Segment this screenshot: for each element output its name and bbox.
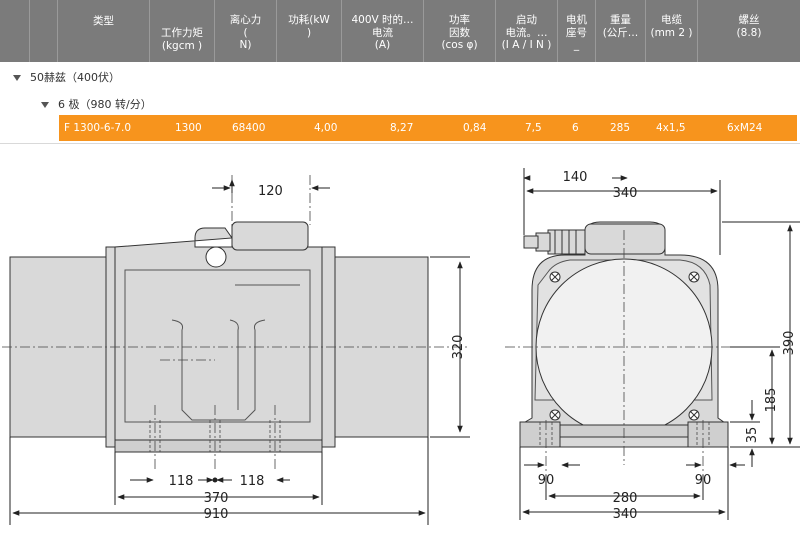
dim-side-base: 370 bbox=[204, 491, 229, 506]
cell-starting-current: 7,5 bbox=[525, 122, 542, 134]
cell-current: 8,27 bbox=[390, 122, 414, 134]
side-view-dimensions bbox=[9, 179, 470, 525]
front-view-centerlines bbox=[505, 230, 770, 475]
side-view bbox=[9, 221, 429, 453]
header-screw[interactable]: 螺丝(8.8) bbox=[736, 14, 762, 39]
dim-front-height: 390 bbox=[782, 331, 797, 356]
table-header: 类型 工作力矩(kgcm ) 离心力(N) 功耗(kW) 400V 时的…电流(… bbox=[0, 0, 800, 62]
cell-power-factor: 0,84 bbox=[463, 122, 487, 134]
cell-type: F 1300-6-7.0 bbox=[64, 122, 132, 134]
cell-weight: 285 bbox=[610, 122, 631, 134]
dim-front-width-bottom: 340 bbox=[613, 507, 638, 522]
group-50hz-label: 50赫兹（400伏） bbox=[30, 71, 120, 84]
header-spacer-1 bbox=[0, 0, 30, 62]
expand-arrow-icon[interactable] bbox=[13, 75, 21, 81]
header-starting-current[interactable]: 启动电流。…(I A / I N ) bbox=[496, 0, 558, 62]
front-view-dimensions bbox=[519, 168, 800, 520]
header-spacer-2 bbox=[30, 0, 58, 62]
table-bottom-divider bbox=[0, 143, 800, 144]
dim-side-top: 120 bbox=[258, 184, 283, 199]
cell-force: 68400 bbox=[232, 122, 266, 134]
dim-side-total: 910 bbox=[204, 507, 229, 522]
group-50hz[interactable]: 50赫兹（400伏） bbox=[13, 69, 120, 85]
dim-front-offset: 140 bbox=[563, 170, 588, 185]
side-view-bolt-holes bbox=[149, 420, 281, 452]
dim-front-foot: 35 bbox=[745, 427, 760, 444]
group-6-pole[interactable]: 6 极（980 转/分） bbox=[41, 96, 152, 112]
cell-frame-size: 6 bbox=[572, 122, 579, 134]
front-view bbox=[519, 221, 729, 448]
cell-screw: 6xM24 bbox=[727, 122, 763, 134]
cell-power: 4,00 bbox=[314, 122, 338, 134]
dim-side-height: 320 bbox=[451, 335, 466, 360]
dim-front-axis: 185 bbox=[764, 388, 779, 413]
expand-arrow-icon[interactable] bbox=[41, 102, 49, 108]
header-torque[interactable]: 工作力矩(kgcm ) bbox=[150, 0, 215, 62]
dim-front-bolt: 280 bbox=[613, 491, 638, 506]
group-6-pole-label: 6 极（980 转/分） bbox=[58, 98, 152, 111]
front-view-bolt-holes bbox=[539, 422, 710, 447]
header-cable[interactable]: 电缆(mm 2 ) bbox=[646, 0, 698, 62]
dim-side-gap2: 118 bbox=[240, 474, 265, 489]
table-row[interactable]: F 1300-6-7.0 1300 68400 4,00 8,27 0,84 7… bbox=[59, 115, 797, 141]
header-frame-size[interactable]: 电机座号_ bbox=[558, 0, 596, 62]
dim-front-width-top: 340 bbox=[613, 186, 638, 201]
dim-front-left-foot: 90 bbox=[538, 473, 555, 488]
header-force[interactable]: 离心力(N) bbox=[215, 0, 277, 62]
header-weight[interactable]: 重量(公斤… bbox=[596, 0, 646, 62]
header-power[interactable]: 功耗(kW) bbox=[277, 0, 342, 62]
cell-torque: 1300 bbox=[175, 122, 202, 134]
dim-side-gap1: 118 bbox=[169, 474, 194, 489]
header-current[interactable]: 400V 时的…电流(A) bbox=[342, 0, 424, 62]
front-view-screws bbox=[549, 271, 700, 421]
header-type[interactable]: 类型 bbox=[58, 0, 150, 62]
cell-cable: 4x1,5 bbox=[656, 122, 686, 134]
center-point-icon bbox=[212, 477, 218, 483]
header-power-factor[interactable]: 功率因数(cos φ) bbox=[424, 0, 496, 62]
dim-front-right-foot: 90 bbox=[695, 473, 712, 488]
